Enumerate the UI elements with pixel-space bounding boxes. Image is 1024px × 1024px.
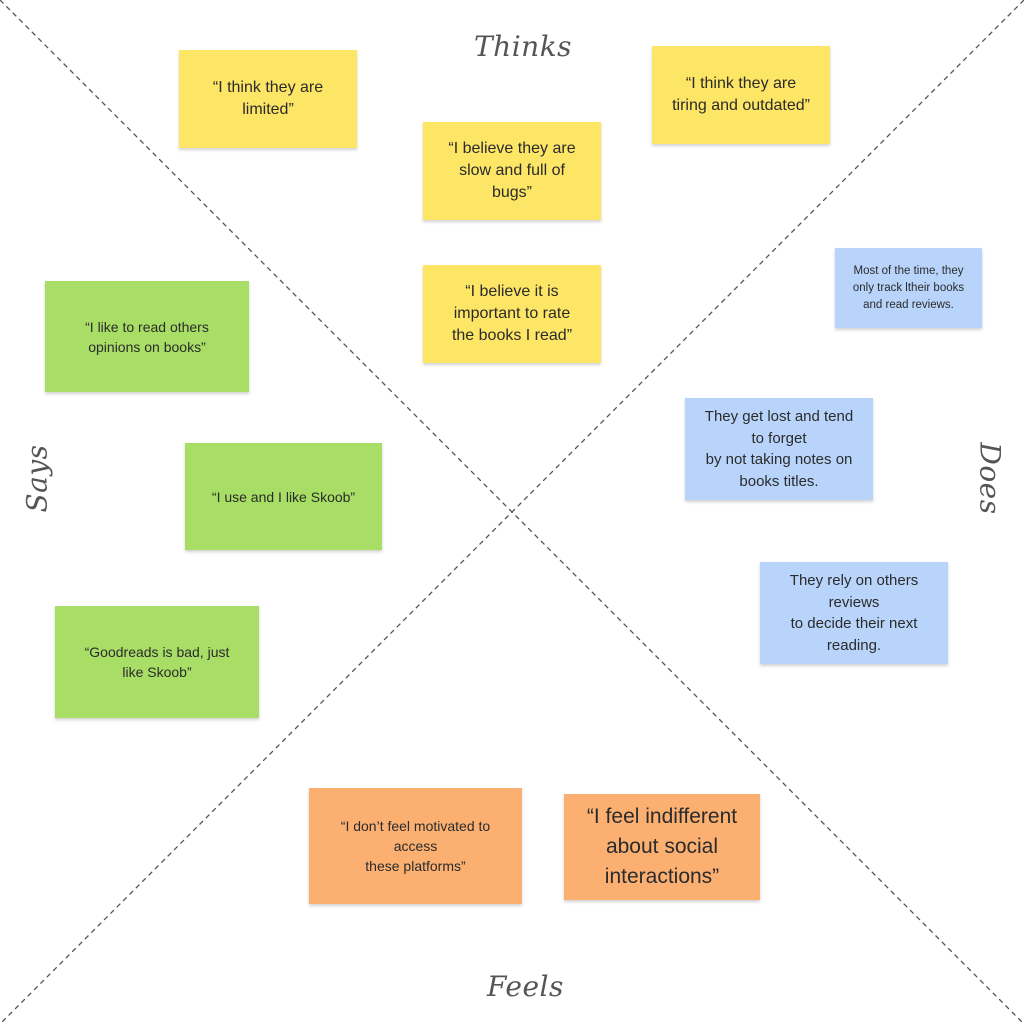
sticky-note-feels[interactable]: “I don’t feel motivated to access these … [309,788,522,904]
sticky-note-thinks[interactable]: “I think they are limited” [179,50,357,148]
sticky-note-says[interactable]: “Goodreads is bad, just like Skoob” [55,606,259,718]
label-says: Says [20,444,54,513]
label-does: Does [973,442,1007,515]
sticky-note-thinks[interactable]: “I believe it is important to rate the b… [423,265,601,363]
sticky-note-does[interactable]: Most of the time, they only track ltheir… [835,248,982,328]
sticky-note-says[interactable]: “I use and I like Skoob” [185,443,382,550]
sticky-note-thinks[interactable]: “I think they are tiring and outdated” [652,46,830,144]
sticky-note-says[interactable]: “I like to read others opinions on books… [45,281,249,392]
label-thinks: Thinks [474,30,573,63]
sticky-note-does[interactable]: They rely on others reviews to decide th… [760,562,948,664]
sticky-note-thinks[interactable]: “I believe they are slow and full of bug… [423,122,601,220]
sticky-note-feels[interactable]: “I feel indifferent about social interac… [564,794,760,900]
sticky-note-does[interactable]: They get lost and tend to forget by not … [685,398,873,500]
label-feels: Feels [487,970,564,1003]
